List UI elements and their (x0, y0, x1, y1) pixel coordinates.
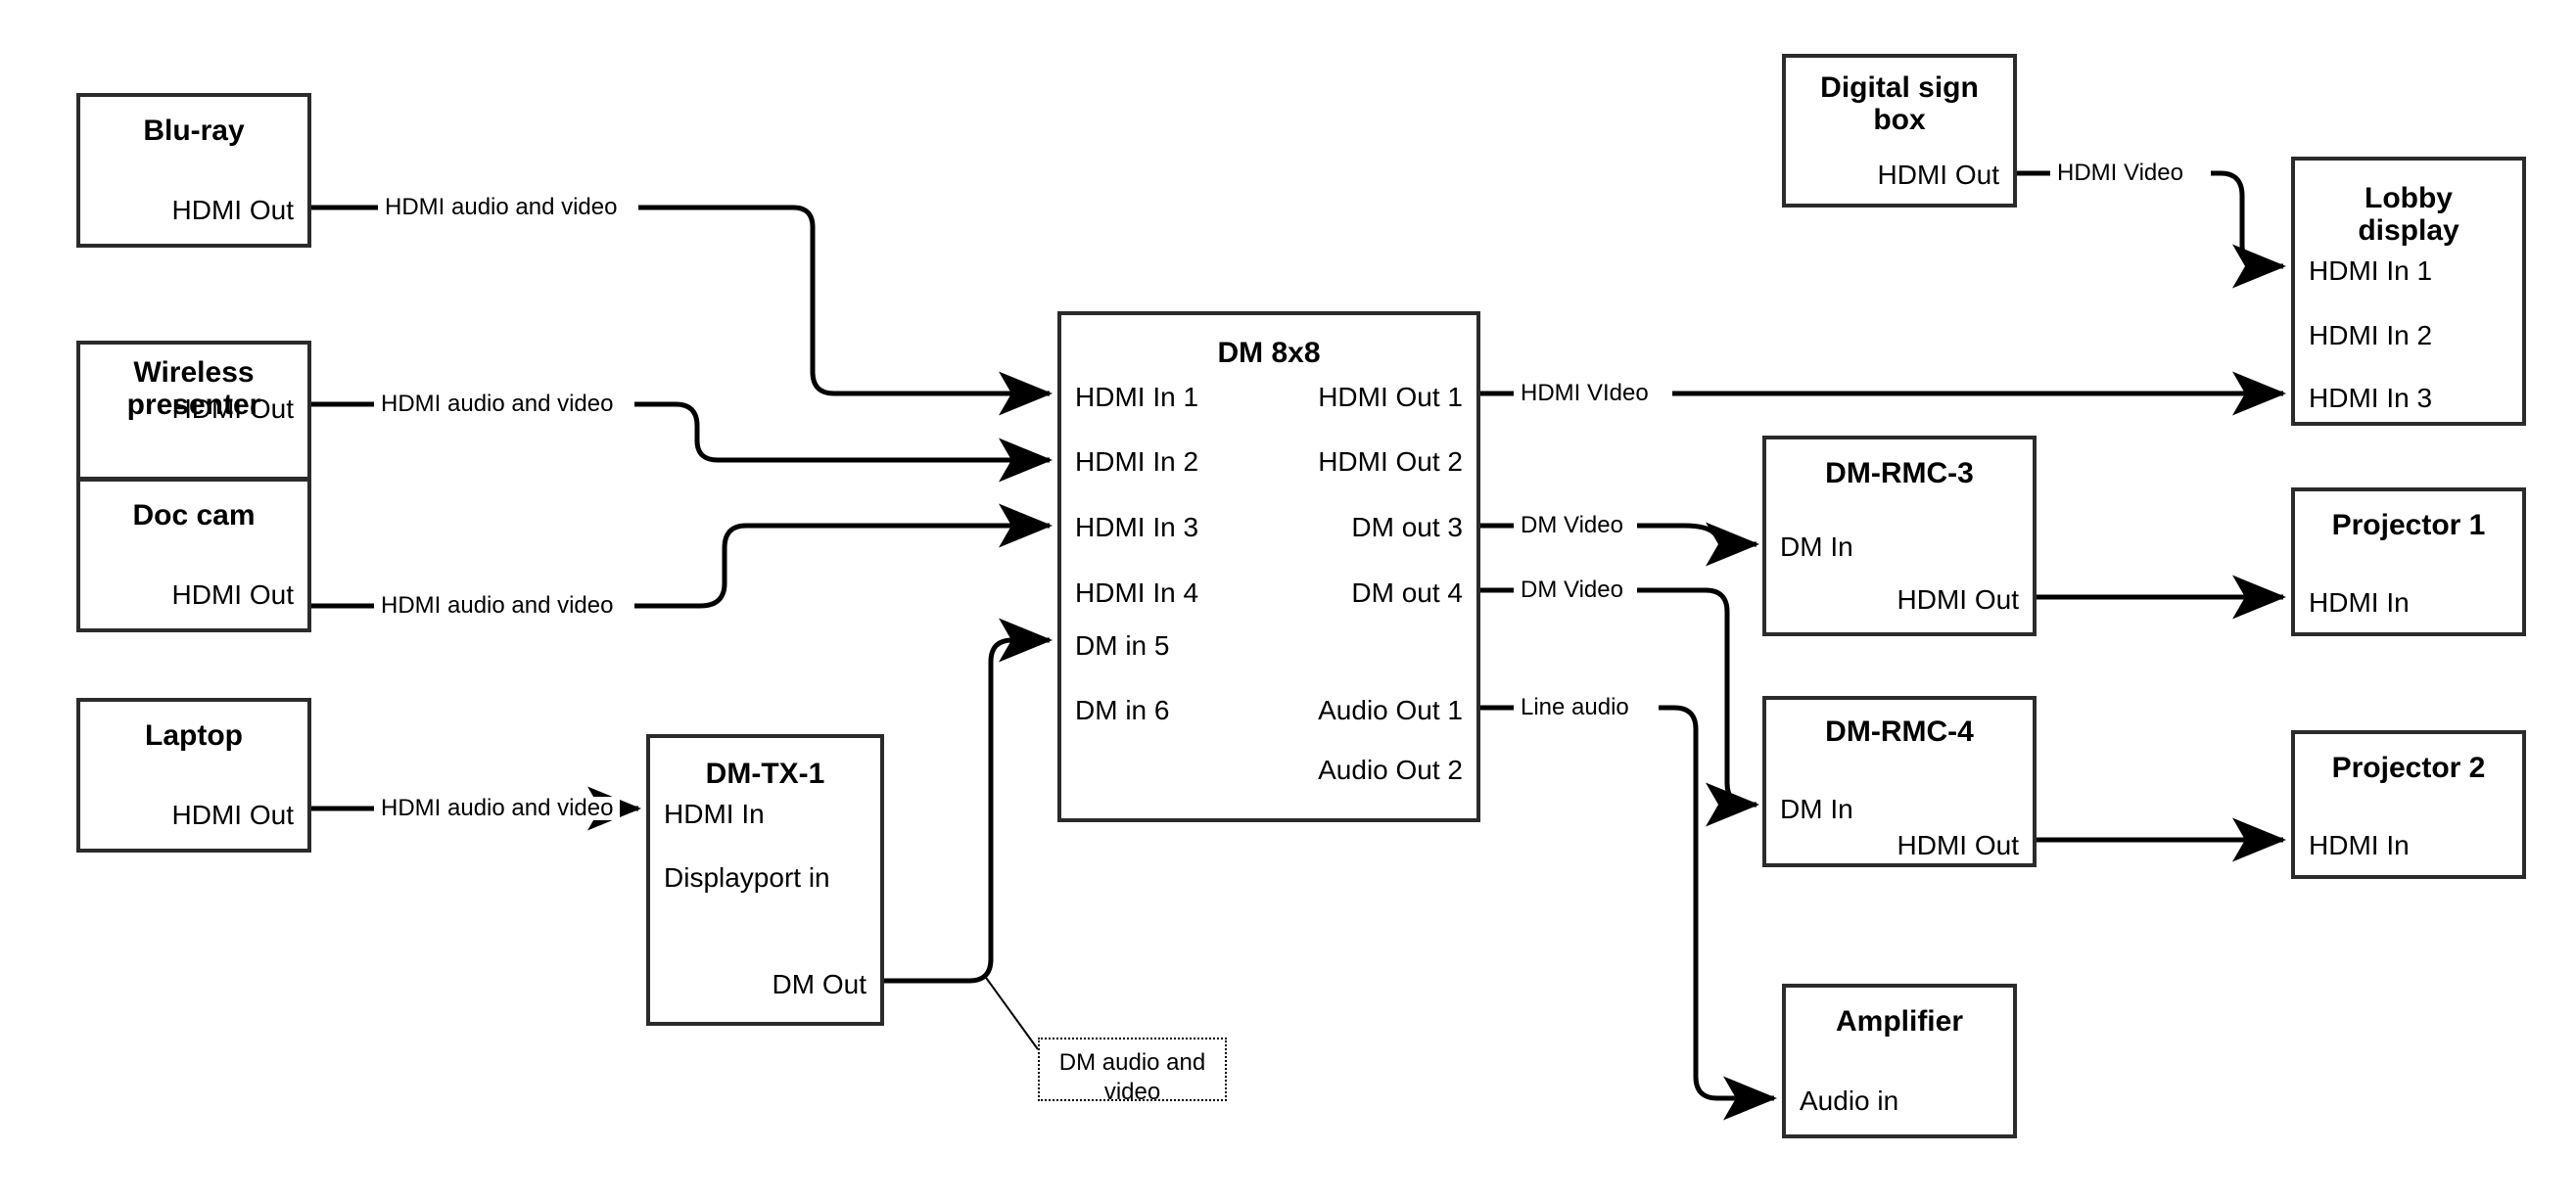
box-laptop[interactable]: Laptop HDMI Out (76, 698, 311, 853)
wire-audio-out1-to-amp (1480, 705, 1774, 1098)
wireless-presenter-title-line1: Wireless (133, 356, 255, 389)
box-blu-ray[interactable]: Blu-ray HDMI Out (76, 93, 311, 248)
laptop-port-hdmi-out: HDMI Out (171, 800, 294, 830)
dm-8x8-port-dm-in-6: DM in 6 (1075, 695, 1170, 725)
dm-8x8-port-dm-out-4: DM out 4 (1351, 577, 1463, 608)
doc-cam-port-hdmi-out: HDMI Out (171, 579, 294, 610)
dm-8x8-port-audio-out-2: Audio Out 2 (1318, 755, 1463, 785)
dm-8x8-port-audio-out-1: Audio Out 1 (1318, 695, 1463, 725)
box-doc-cam[interactable]: Doc cam HDMI Out (76, 478, 311, 632)
digital-sign-box-port-hdmi-out: HDMI Out (1877, 160, 1999, 190)
note-dm-audio-and-video: DM audio and video (1038, 1038, 1227, 1105)
lobby-display-title-line2: display (2358, 214, 2459, 247)
box-dm-tx-1[interactable]: DM-TX-1 HDMI In Displayport in DM Out (646, 734, 884, 1026)
dm-rmc-4-title: DM-RMC-4 (1825, 716, 1974, 748)
dm-8x8-port-dm-out-3: DM out 3 (1351, 512, 1463, 542)
lobby-display-port-hdmi-in-3: HDMI In 3 (2309, 383, 2433, 413)
box-wireless-presenter[interactable]: Wireless presenter HDMI Out (76, 341, 311, 481)
dm-8x8-port-hdmi-in-2: HDMI In 2 (1075, 446, 1199, 477)
box-projector-2[interactable]: Projector 2 HDMI In (2291, 730, 2526, 879)
dm-rmc-3-port-dm-in: DM In (1780, 531, 1853, 562)
wire-label-dm-out-1: HDMI VIdeo (1514, 382, 1656, 405)
amplifier-port-audio-in: Audio in (1800, 1086, 1899, 1116)
projector-2-port-hdmi-in: HDMI In (2309, 830, 2410, 860)
dm-tx-1-title: DM-TX-1 (705, 758, 825, 790)
dm-8x8-port-hdmi-in-1: HDMI In 1 (1075, 382, 1199, 412)
dm-8x8-port-hdmi-out-2: HDMI Out 2 (1318, 446, 1463, 477)
box-lobby-display[interactable]: Lobby display HDMI In 1 HDMI In 2 HDMI I… (2291, 157, 2526, 426)
dm-8x8-port-dm-in-5: DM in 5 (1075, 630, 1170, 661)
blu-ray-port-hdmi-out: HDMI Out (171, 195, 294, 225)
projector-2-title: Projector 2 (2331, 752, 2486, 784)
wire-tx-note-leader (983, 974, 1039, 1050)
dm-8x8-port-hdmi-in-3: HDMI In 3 (1075, 512, 1199, 542)
wireless-presenter-port-hdmi-out: HDMI Out (171, 393, 294, 424)
dm-rmc-3-port-hdmi-out: HDMI Out (1897, 584, 2019, 615)
blu-ray-title: Blu-ray (143, 115, 245, 147)
wire-label-dm-out-3: DM Video (1514, 514, 1630, 537)
lobby-display-port-hdmi-in-2: HDMI In 2 (2309, 320, 2433, 350)
wire-label-sign-to-lobby: HDMI Video (2050, 162, 2190, 185)
wire-label-wireless: HDMI audio and video (374, 393, 621, 416)
laptop-title: Laptop (145, 719, 243, 752)
dm-8x8-port-hdmi-out-1: HDMI Out 1 (1318, 382, 1463, 412)
doc-cam-title: Doc cam (132, 499, 256, 531)
box-projector-1[interactable]: Projector 1 HDMI In (2291, 487, 2526, 636)
dm-rmc-3-title: DM-RMC-3 (1825, 457, 1974, 489)
projector-1-port-hdmi-in: HDMI In (2309, 587, 2410, 618)
amplifier-title: Amplifier (1835, 1005, 1964, 1038)
projector-1-title: Projector 1 (2331, 509, 2486, 541)
dm-8x8-port-hdmi-in-4: HDMI In 4 (1075, 577, 1199, 608)
digital-sign-box-title-line2: box (1873, 104, 1926, 136)
dm-tx-1-port-displayport-in: Displayport in (664, 862, 830, 893)
wire-label-audio-out-1: Line audio (1514, 696, 1636, 719)
box-dm-rmc-4[interactable]: DM-RMC-4 DM In HDMI Out (1762, 696, 2037, 867)
wire-blu-ray-to-dm-in-1 (311, 205, 1050, 393)
wire-label-laptop: HDMI audio and video (374, 797, 621, 820)
box-dm-8x8[interactable]: DM 8x8 HDMI In 1 HDMI In 2 HDMI In 3 HDM… (1057, 311, 1480, 822)
wireless-presenter-title-line2: presenter (126, 389, 261, 421)
wire-label-dm-out-4: DM Video (1514, 578, 1630, 602)
wire-tx-to-dm-in-5 (884, 618, 1054, 984)
dm-rmc-4-port-dm-in: DM In (1780, 794, 1853, 824)
dm-tx-1-port-hdmi-in: HDMI In (664, 799, 765, 829)
digital-sign-box-title-line1: Digital sign (1820, 71, 1979, 104)
box-digital-sign-box[interactable]: Digital sign box HDMI Out (1782, 54, 2017, 208)
lobby-display-title-line1: Lobby (2365, 182, 2453, 214)
dm-rmc-4-port-hdmi-out: HDMI Out (1897, 830, 2019, 860)
box-amplifier[interactable]: Amplifier Audio in (1782, 984, 2017, 1138)
box-dm-rmc-3[interactable]: DM-RMC-3 DM In HDMI Out (1762, 436, 2037, 636)
wire-sign-to-lobby-in-1 (2017, 170, 2283, 266)
lobby-display-port-hdmi-in-1: HDMI In 1 (2309, 255, 2433, 286)
dm-8x8-title: DM 8x8 (1217, 337, 1321, 369)
wire-label-blu-ray: HDMI audio and video (378, 196, 625, 219)
dm-tx-1-port-dm-out: DM Out (772, 969, 866, 999)
wire-label-doc-cam: HDMI audio and video (374, 594, 621, 618)
